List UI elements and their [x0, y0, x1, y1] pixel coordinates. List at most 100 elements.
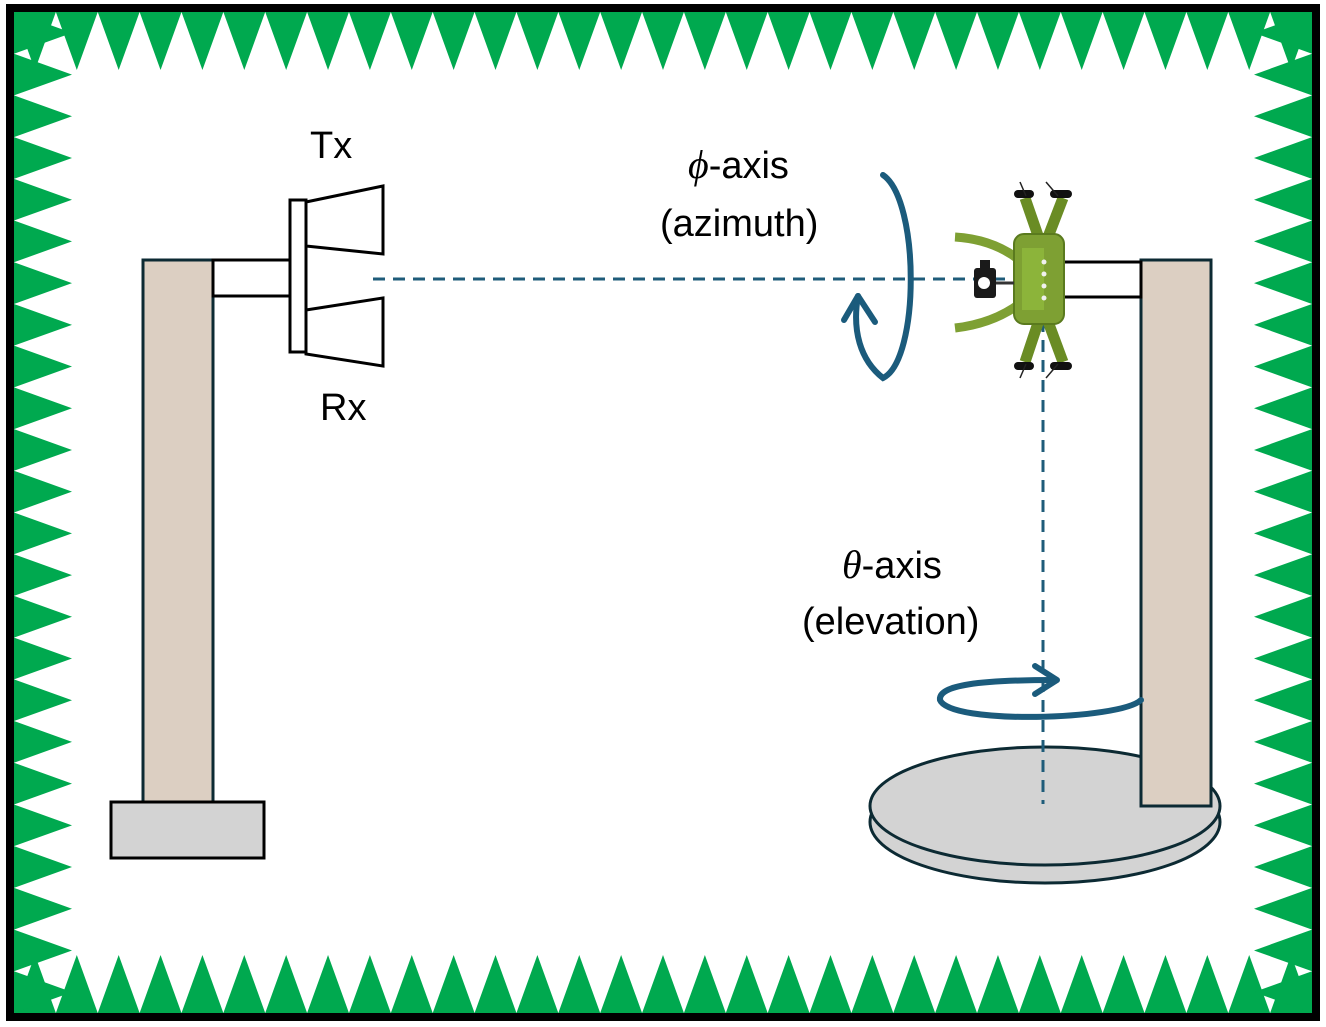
rx-label: Rx	[320, 387, 366, 429]
absorber-tooth	[1254, 887, 1312, 930]
absorber-tooth	[1144, 955, 1187, 1013]
absorber-tooth	[1254, 762, 1312, 805]
absorber-tooth	[1228, 955, 1271, 1013]
absorber-tooth	[767, 12, 810, 70]
absorber-tooth	[55, 955, 98, 1013]
absorber-tooth	[14, 470, 72, 513]
absorber-tooth	[14, 846, 72, 888]
absorber-tooth	[1102, 12, 1145, 70]
absorber-tooth	[1254, 303, 1312, 346]
absorber-tooth	[851, 12, 894, 70]
phi-symbol: ϕ	[688, 142, 709, 187]
phi-rotation-arrow	[841, 172, 914, 382]
theta-axis-label: θ-axis	[842, 542, 942, 587]
absorber-tooth	[516, 12, 559, 70]
absorber-tooth	[1254, 971, 1312, 1013]
absorber-tooth	[1254, 220, 1312, 263]
absorber-tooth	[14, 512, 72, 555]
absorber-tooth	[14, 95, 72, 138]
absorber-tooth	[14, 178, 72, 221]
absorber-tooth	[1254, 679, 1312, 722]
absorber-tooth	[14, 762, 72, 805]
absorber-tooth	[1254, 429, 1312, 471]
absorber-tooth	[600, 955, 643, 1013]
absorber-tooth	[265, 12, 308, 70]
absorber-tooth	[1254, 554, 1312, 596]
theta-rotation-arrow	[937, 663, 1144, 720]
absorber-tooth	[1254, 178, 1312, 221]
absorber-tooth	[223, 12, 266, 70]
absorber-tooth	[390, 12, 433, 70]
absorber-tooth	[223, 955, 266, 1013]
absorber-tooth	[851, 955, 894, 1013]
absorber-tooth	[14, 345, 72, 388]
theta-axis-description: (elevation)	[802, 601, 979, 643]
absorber-tooth	[55, 12, 98, 70]
absorber-tooth	[14, 53, 72, 96]
absorber-tooth	[14, 679, 72, 722]
absorber-tooth	[14, 12, 72, 54]
absorber-tooth	[97, 955, 140, 1013]
absorber-tooth	[642, 955, 684, 1013]
absorber-tooth	[1060, 12, 1103, 70]
phi-axis-suffix: -axis	[709, 145, 789, 187]
absorber-tooth	[1254, 95, 1312, 138]
absorber-tooth	[139, 12, 182, 70]
absorber-tooth	[600, 12, 643, 70]
absorber-tooth	[432, 955, 475, 1013]
absorber-tooth	[181, 955, 224, 1013]
absorber-tooth	[809, 12, 852, 70]
absorber-tooth	[1254, 12, 1312, 54]
absorber-tooth	[14, 929, 72, 972]
absorber-tooth	[1254, 804, 1312, 847]
absorber-tooth	[390, 955, 433, 1013]
absorber-tooth	[432, 12, 475, 70]
absorber-tooth	[1254, 137, 1312, 179]
absorber-tooth	[14, 303, 72, 346]
absorber-tooth	[348, 955, 391, 1013]
absorber-tooth	[14, 137, 72, 179]
absorber-tooth	[14, 595, 72, 638]
absorber-tooth	[1254, 512, 1312, 555]
absorber-tooth	[348, 12, 391, 70]
absorber-tooth	[265, 955, 308, 1013]
chamber-frame	[6, 4, 1320, 1021]
absorber-tooth	[14, 387, 72, 430]
absorber-tooth	[14, 429, 72, 471]
absorber-tooth	[139, 955, 182, 1013]
absorber-tooth	[181, 12, 224, 70]
absorber-tooth	[14, 637, 72, 680]
drone-icon	[954, 181, 1072, 379]
absorber-tooth	[1254, 345, 1312, 388]
absorber-tooth	[1018, 955, 1061, 1013]
absorber-tooth	[893, 955, 936, 1013]
absorber-tooth	[1186, 12, 1229, 70]
absorber-tooth	[558, 12, 601, 70]
absorber-tooth	[1254, 262, 1312, 304]
dut-pillar	[1139, 258, 1213, 808]
absorber-tooth	[474, 955, 517, 1013]
absorber-tooth	[725, 955, 768, 1013]
horn-antenna-icon	[288, 184, 385, 368]
tx-label: Tx	[310, 125, 352, 167]
absorber-tooth	[1018, 12, 1061, 70]
absorber-tooth	[1254, 470, 1312, 513]
absorber-tooth	[977, 12, 1019, 70]
dut-arm	[1061, 260, 1143, 299]
absorber-tooth	[14, 971, 72, 1013]
tx-rx-arm	[211, 258, 292, 298]
absorber-tooth	[683, 12, 726, 70]
absorber-tooth	[1144, 12, 1187, 70]
absorber-tooth	[683, 955, 726, 1013]
absorber-tooth	[1254, 929, 1312, 972]
absorber-tooth	[1186, 955, 1229, 1013]
absorber-tooth	[97, 12, 140, 70]
absorber-tooth	[474, 12, 517, 70]
absorber-tooth	[1254, 387, 1312, 430]
theta-symbol: θ	[842, 542, 862, 587]
absorber-tooth	[14, 554, 72, 596]
absorber-tooth	[1254, 637, 1312, 680]
absorber-tooth	[1228, 12, 1271, 70]
absorber-tooth	[14, 721, 72, 763]
absorber-tooth	[642, 12, 684, 70]
